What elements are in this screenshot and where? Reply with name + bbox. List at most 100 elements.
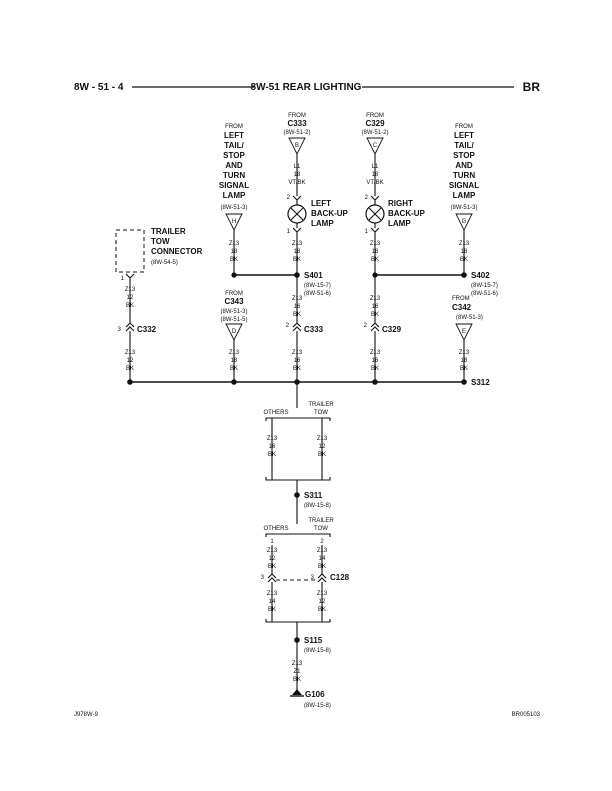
right-tail-line-2: TAIL/ [454,141,474,150]
right-lamp-pin-bottom-symbol [370,227,380,233]
left-tail-line-2: TAIL/ [224,141,244,150]
left-lamp-pin-bottom-symbol [292,227,302,233]
left-tail-wire-label-2: 18 [231,249,238,255]
lower-right-wire-bottom-1: Z13 [317,591,328,597]
c343-ref-1: (8W-51-3) [221,309,248,315]
page-id: 8W - 51 - 4 [74,82,124,93]
s401-ref-2: (8W-51-6) [304,291,331,297]
right-lamp-pin-top: 2 [365,195,369,201]
s401-wire-2: 16 [294,304,301,310]
trailer-connector-ref: (8W-54-5) [151,260,178,266]
trailer-wire-label-3: BK [126,303,134,309]
s311-ref: (8W-15-8) [304,503,331,509]
c329-wire-top-2: 18 [372,172,379,178]
right-tail-line-7: LAMP [453,191,476,200]
lower-right-wire-top-2: 14 [319,556,326,562]
s402-name: S402 [471,271,490,280]
right-lamp-label-2: BACK-UP [388,209,426,218]
c329-inline-wire-top-2: 16 [372,304,379,310]
right-tail-wire-label-1: Z13 [459,241,470,247]
c333-inline-wire-3: BK [293,366,301,372]
s402-ref-2: (8W-51-6) [471,291,498,297]
left-tail-line-1: LEFT [224,131,244,140]
right-tail-from: FROM [455,124,473,130]
left-tail-from: FROM [225,124,243,130]
s401-wire-1: Z13 [292,296,303,302]
c343-wire-label-2: 18 [231,358,238,364]
c329-inline-symbol [370,322,380,332]
c333-source-connector-triangle [288,137,306,156]
ground-icon [290,689,304,697]
right-tail-conn: G [462,219,467,225]
c329-wire-top-3: VT/BK [366,180,383,186]
ground-name: G106 [305,690,325,699]
left-lamp-pin-top-symbol [292,195,302,201]
c128-pin-right: 3 [311,575,315,581]
c332-wire-label-3: BK [126,366,134,372]
right-tail-ref: (8W-51-3) [451,205,478,211]
right-tail-line-4: AND [455,161,473,170]
trailer-wire-label-1: Z13 [125,287,136,293]
c333-source-from: FROM [288,113,306,119]
c329-inline-wire-2: 16 [372,358,379,364]
c343-ref-2: (8W-51-5) [221,317,248,323]
lower-right-wire-top-3: BK [318,564,326,570]
upper-option-others: OTHERS [263,410,288,416]
c342-connector-triangle [455,323,473,342]
lower-left-wire-top-2: 12 [269,556,276,562]
c329-source-from: FROM [366,113,384,119]
connector-c332: 3 C332 Z13 12 BK [118,322,157,382]
trailer-wire-label-2: 12 [127,295,134,301]
s115-ref: (8W-15-8) [304,648,331,654]
trailer-connector-pin-symbol [125,273,135,279]
c343-name: C343 [224,297,244,306]
c128-left-symbol [267,573,277,583]
trailer-connector-pin: 1 [121,276,125,282]
c343-connector-triangle [225,323,243,342]
left-lamp-label-2: BACK-UP [311,209,349,218]
lower-left-pin: 1 [270,539,274,545]
s401-wire-3: BK [293,312,301,318]
c329-inline-wire-top-1: Z13 [370,296,381,302]
lower-left-wire-bottom-1: Z13 [267,591,278,597]
connector-c343: FROM C343 (8W-51-3) (8W-51-5) D Z13 18 B… [221,291,248,382]
left-tail-conn: H [232,219,236,225]
trailer-connector-box [115,229,145,273]
option-block-lower-bottom: Z13 14 BK Z13 12 BK [265,582,331,640]
left-tail-line-6: SIGNAL [219,181,249,190]
s311-name: S311 [304,491,323,500]
option-block-lower: OTHERS TRAILER TOW 1 2 Z13 12 BK Z13 14 … [263,518,334,574]
left-lamp-label-3: LAMP [311,219,334,228]
s401-ref-1: (8W-15-7) [304,283,331,289]
ground-wire-3: BK [293,677,301,683]
c329-wire-top-1: L1 [372,164,379,170]
right-lamp-wire-2: 18 [372,249,379,255]
splice-s402: S402 (8W-15-7) (8W-51-6) [375,271,498,297]
c128-name: C128 [330,573,350,582]
s401-name: S401 [304,271,323,280]
upper-left-wire-3: BK [268,452,276,458]
lower-option-bracket-top [265,533,331,537]
left-lamp-pin-top: 2 [287,195,291,201]
left-tail-line-4: AND [225,161,243,170]
c329-inline-name: C329 [382,325,402,334]
left-tail-wire-label-1: Z13 [229,241,240,247]
left-lamp-wire-2: 18 [294,249,301,255]
c128-pin-left: 3 [261,575,265,581]
c343-conn: D [232,329,237,335]
trailer-connector-name-line-3: CONNECTOR [151,247,203,256]
c333-inline-wire-2: 16 [294,358,301,364]
upper-option-bracket-bottom [265,477,331,481]
s312-dot [461,379,467,385]
c342-wire-label-1: Z13 [459,350,470,356]
lower-right-wire-top-1: Z13 [317,548,328,554]
right-lamp-label-1: RIGHT [388,199,413,208]
c333-inline-wire-1: Z13 [292,350,303,356]
c333-inline-symbol [292,322,302,332]
ground-wire-1: Z13 [292,661,303,667]
c332-wire-label-2: 12 [127,358,134,364]
connector-c333-inline: 2 C333 Z13 16 BK [286,322,324,382]
c329-source-conn: C [373,143,378,149]
lower-left-wire-top-1: Z13 [267,548,278,554]
splice-s311: S311 (8W-15-8) [294,491,331,524]
